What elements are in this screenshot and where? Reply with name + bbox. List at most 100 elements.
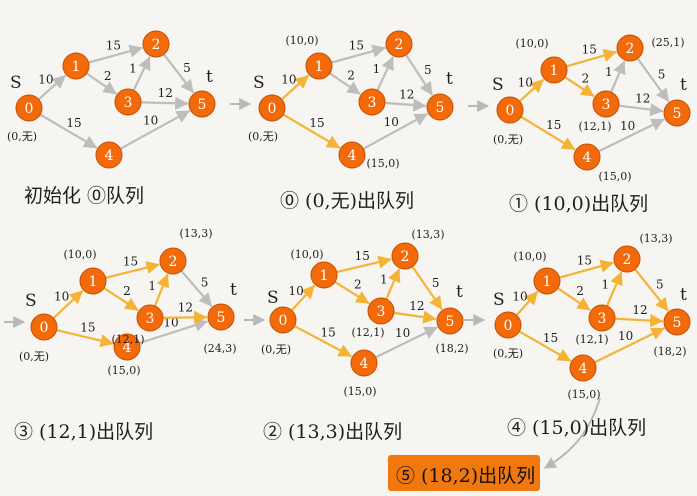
edge-weight-1-3: 2	[347, 69, 355, 83]
node-4	[338, 141, 366, 169]
edge-weight-1-3: 2	[104, 69, 112, 83]
node-1	[79, 267, 107, 295]
node-value-1: (10,0)	[515, 37, 548, 50]
edge-weight-3-t: 12	[178, 301, 193, 315]
edge-3-t	[614, 313, 664, 328]
edge-3-t	[384, 98, 427, 112]
node-label-4: 4	[579, 361, 588, 377]
node-label-t: 5	[673, 106, 682, 122]
node-label-t: 5	[446, 314, 455, 330]
node-1	[62, 52, 90, 80]
edge-weight-4-t: 10	[395, 326, 410, 340]
edge-weight-1-2: 15	[123, 254, 138, 268]
edge-3-t	[393, 310, 437, 324]
edge-s-4	[520, 116, 576, 151]
node-label-1: 1	[72, 59, 81, 75]
node-2	[616, 34, 644, 62]
source-name-label: S	[10, 73, 22, 93]
edge-1-2	[105, 261, 160, 279]
edge-3-2	[610, 60, 626, 93]
node-label-t: 5	[436, 100, 445, 116]
node-1	[305, 52, 333, 80]
node-value-t: (24,3)	[203, 342, 236, 355]
node-label-3: 3	[602, 97, 611, 113]
node-value-3: (12,1)	[111, 333, 144, 346]
node-label-3: 3	[124, 95, 133, 111]
node-label-1: 1	[550, 63, 559, 79]
node-label-2: 2	[623, 252, 632, 268]
edge-weight-2-t: 5	[658, 68, 666, 82]
node-label-t: 5	[217, 310, 226, 326]
node-4	[569, 354, 597, 382]
edge-4-t	[594, 327, 665, 363]
node-label-3: 3	[377, 304, 386, 320]
final-step-caption: ⑤ (18,2)出队列	[396, 465, 536, 487]
edge-weight-1-2: 15	[355, 249, 370, 263]
edge-weight-2-t: 5	[424, 63, 432, 77]
node-label-4: 4	[348, 148, 357, 164]
node-s	[15, 94, 43, 122]
edge-4-t	[598, 118, 665, 152]
node-3	[136, 304, 164, 332]
node-2	[613, 245, 641, 273]
node-s	[30, 313, 58, 341]
node-label-1: 1	[315, 59, 324, 75]
node-label-1: 1	[320, 268, 329, 284]
edge-weight-1-2: 15	[582, 42, 597, 56]
edge-weight-s-1: 10	[281, 73, 296, 87]
edge-1-2	[331, 44, 386, 64]
edge-1-3	[334, 281, 370, 305]
edge-weight-2-t: 5	[201, 275, 209, 289]
edge-weight-2-t: 5	[656, 277, 664, 291]
target-name-label: t	[230, 280, 237, 300]
edge-weight-s-4: 15	[546, 118, 561, 132]
panel-4-caption: ② (13,3)出队列	[263, 421, 403, 443]
node-label-s: 0	[279, 313, 288, 329]
edge-s-4	[56, 329, 114, 348]
node-label-1: 1	[543, 274, 552, 290]
source-name-label: S	[493, 290, 505, 310]
node-1	[540, 56, 568, 84]
edge-weight-4-t: 10	[618, 329, 633, 343]
edge-3-t	[162, 310, 208, 324]
edge-s-1	[53, 290, 84, 319]
step-arrow-final	[543, 397, 601, 469]
edge-weight-4-t: 10	[384, 115, 399, 129]
edge-weight-4-t: 10	[163, 315, 178, 329]
edge-weight-3-t: 12	[635, 92, 650, 106]
edge-weight-3-t: 12	[632, 303, 647, 317]
target-name-label: t	[206, 67, 213, 87]
edge-weight-1-2: 15	[349, 38, 364, 52]
node-value-t: (18,2)	[435, 342, 468, 355]
node-t	[663, 99, 691, 127]
node-t	[426, 93, 454, 121]
panel-3-caption: ③ (12,1)出队列	[14, 421, 154, 443]
edge-weight-3-2: 1	[373, 62, 381, 76]
edge-2-t	[181, 270, 213, 307]
edge-weight-1-3: 2	[354, 278, 362, 292]
node-value-3: (12,1)	[351, 326, 384, 339]
node-value-4: (15,0)	[598, 170, 631, 183]
edge-weight-2-t: 5	[432, 276, 440, 290]
edge-weight-s-1: 10	[512, 289, 527, 303]
node-label-3: 3	[368, 95, 377, 111]
node-value-3: (12,1)	[575, 333, 608, 346]
edge-weight-3-2: 1	[380, 273, 388, 287]
edge-weight-s-4: 15	[309, 116, 324, 130]
edge-weight-4-t: 10	[143, 114, 158, 128]
node-1	[533, 267, 561, 295]
node-2	[159, 247, 187, 275]
node-4	[573, 143, 601, 171]
node-value-1: (10,0)	[63, 248, 96, 261]
panel-2-caption: ① (10,0)出队列	[509, 193, 649, 215]
node-3	[592, 90, 620, 118]
node-1	[310, 261, 338, 289]
node-value-t: (18,2)	[653, 345, 686, 358]
node-value-2: (13,3)	[411, 228, 444, 241]
edge-weight-1-2: 15	[577, 253, 592, 267]
node-label-2: 2	[395, 37, 404, 53]
edge-weight-3-2: 1	[129, 62, 137, 76]
node-t	[188, 90, 216, 118]
node-label-s: 0	[506, 103, 515, 119]
edge-2-t	[637, 58, 670, 102]
